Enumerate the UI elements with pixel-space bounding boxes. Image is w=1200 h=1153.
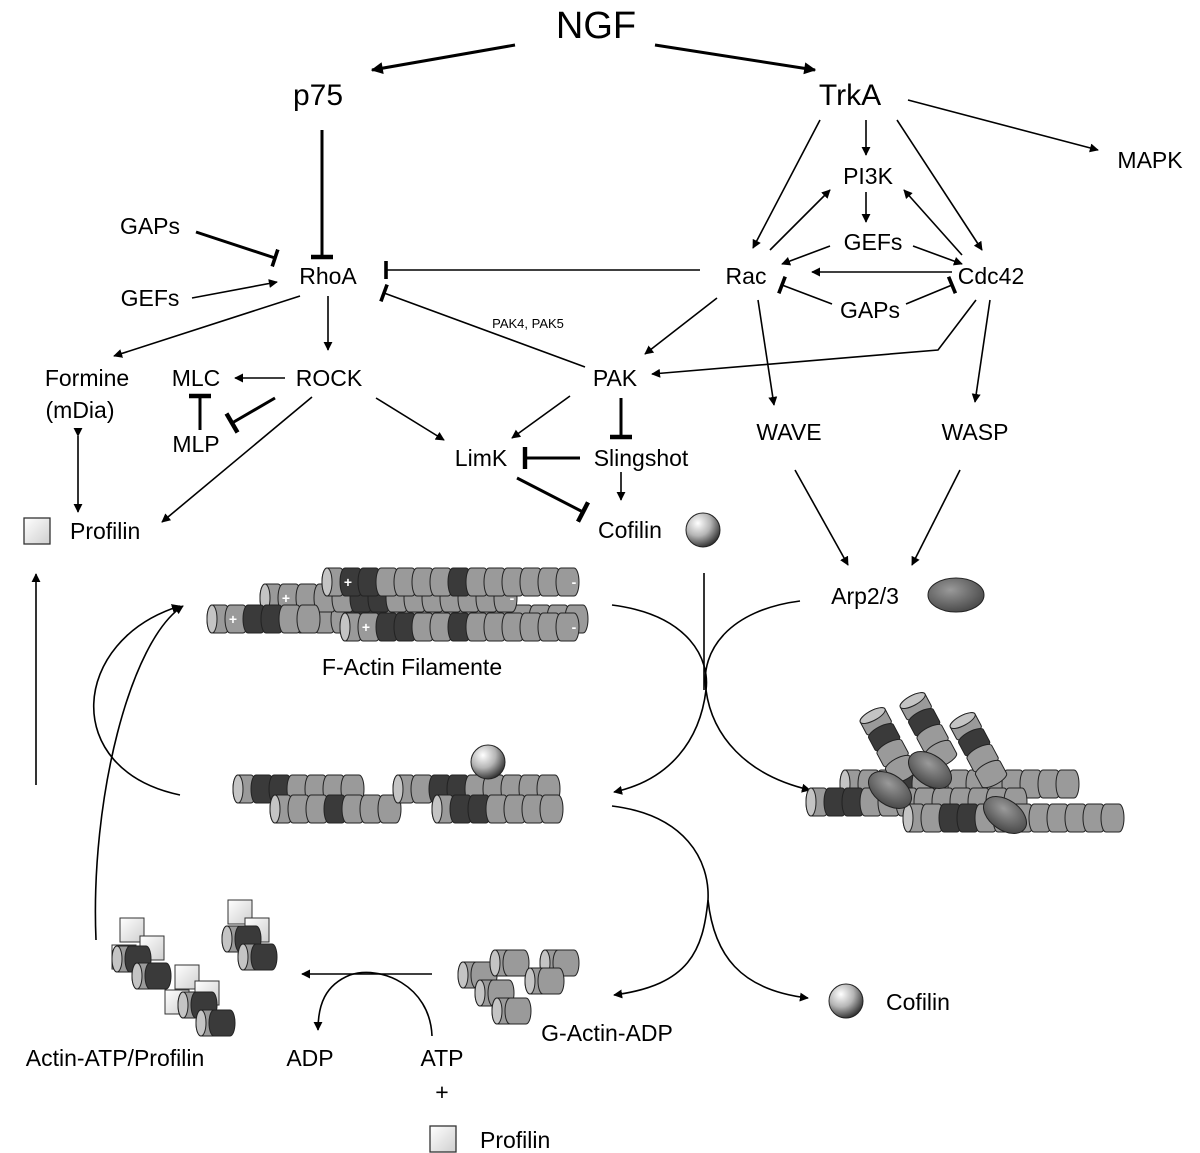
pak-note-label: PAK4, PAK5 <box>492 316 564 331</box>
wasp-label: WASP <box>942 419 1009 445</box>
pi3k-label: PI3K <box>843 163 894 189</box>
trka-label: TrkA <box>819 79 881 112</box>
actin-monomer <box>489 949 530 977</box>
actin-monomer <box>524 967 565 995</box>
actin-filament <box>949 712 1008 789</box>
actin-filament <box>431 794 564 824</box>
mapk-label: MAPK <box>1117 147 1183 173</box>
profilin-bottom-square-icon <box>429 1125 457 1153</box>
plus-end-mark: + <box>344 574 352 590</box>
minus-end-mark: - <box>510 590 515 606</box>
plus-end-mark: + <box>229 611 237 627</box>
plus-sign-label: + <box>435 1079 448 1105</box>
actin-atp-profilin-complexes <box>111 899 278 1037</box>
gaps-left-label: GAPs <box>120 213 180 239</box>
wave-label: WAVE <box>756 419 821 445</box>
pak-label: PAK <box>593 365 638 391</box>
actin-filament: + <box>206 604 321 634</box>
cofilin-on-filament-icon <box>470 744 506 780</box>
rac-label: Rac <box>726 263 767 289</box>
plus-end-mark: + <box>282 590 290 606</box>
arp23-complex <box>908 751 952 789</box>
actin-filament: +- <box>339 612 580 642</box>
gefs-left-label: GEFs <box>121 285 180 311</box>
gaps-right-label: GAPs <box>840 297 900 323</box>
cdc42-label: Cdc42 <box>958 263 1024 289</box>
mdia-label: (mDia) <box>46 397 115 423</box>
branch-filament <box>859 707 918 784</box>
actin-monomer <box>491 997 532 1025</box>
cofilin-sphere-icon <box>685 512 721 548</box>
cofilin-top-label: Cofilin <box>598 517 662 543</box>
cofilin-bound-actin <box>232 774 564 824</box>
rock-label: ROCK <box>296 365 363 391</box>
f-actin-label: F-Actin Filamente <box>322 654 502 680</box>
arp23-label: Arp2/3 <box>831 583 899 609</box>
plus-end-mark: + <box>362 619 370 635</box>
g-actin-adp-label: G-Actin-ADP <box>541 1020 673 1046</box>
arp23-branched-actin <box>805 692 1125 834</box>
branch-filament <box>949 712 1008 789</box>
rhoa-label: RhoA <box>299 263 357 289</box>
gefs-right-label: GEFs <box>844 229 903 255</box>
actin-monomer <box>131 962 172 990</box>
limk-label: LimK <box>455 445 508 471</box>
slingshot-label: Slingshot <box>594 445 689 471</box>
ngf-label: NGF <box>556 5 636 47</box>
minus-end-mark: - <box>572 574 577 590</box>
actin-filament <box>269 794 402 824</box>
minus-end-mark: - <box>572 619 577 635</box>
actin-monomer <box>195 1009 236 1037</box>
p75-label: p75 <box>293 79 343 112</box>
cofilin-bottom-sphere-icon <box>828 983 864 1019</box>
actin-filament <box>899 692 958 769</box>
arp23-complex <box>868 771 912 809</box>
atp-label: ATP <box>420 1045 463 1071</box>
actin-atp-profilin-label: Actin-ATP/Profilin <box>26 1045 205 1071</box>
mlc-label: MLC <box>172 365 221 391</box>
profilin-top-label: Profilin <box>70 518 140 544</box>
formine-label: Formine <box>45 365 129 391</box>
actin-monomer <box>237 943 278 971</box>
actin-filament <box>859 707 918 784</box>
adp-label: ADP <box>286 1045 333 1071</box>
mlp-label: MLP <box>172 431 219 457</box>
branch-filament <box>899 692 958 769</box>
profilin-square-icon <box>23 517 51 545</box>
g-actin-adp-monomers <box>457 949 580 1025</box>
profilin-bottom-label: Profilin <box>480 1127 550 1153</box>
arp23-complex <box>983 796 1027 834</box>
cofilin-bottom-label: Cofilin <box>886 989 950 1015</box>
arp23-ellipse-icon <box>927 577 985 613</box>
actin-filament: +- <box>321 567 580 597</box>
f-actin-filaments: +-+-++- <box>206 567 589 642</box>
connection-lines <box>31 43 1099 1037</box>
